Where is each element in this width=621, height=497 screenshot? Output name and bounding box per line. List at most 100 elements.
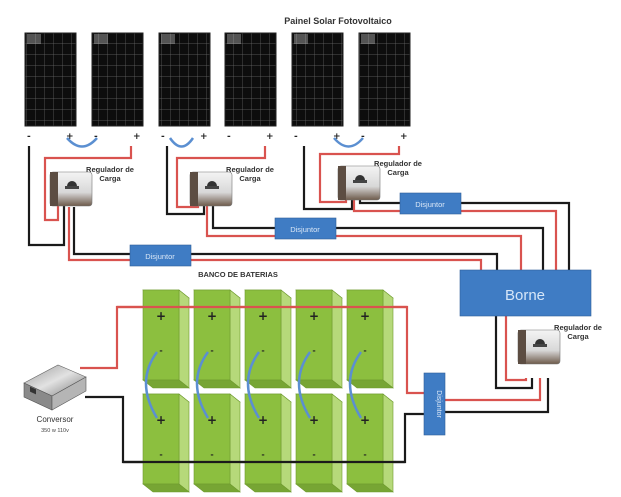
inverter[interactable]: Conversor 350 w 110v xyxy=(23,364,87,434)
wire-positive xyxy=(504,316,528,382)
battery-bottom xyxy=(244,483,292,493)
regulator-display-icon xyxy=(535,339,545,344)
battery-jumper-wire xyxy=(246,351,261,419)
regulator-display-icon xyxy=(67,181,77,186)
wire-negative xyxy=(440,378,550,414)
battery: +- xyxy=(295,289,343,389)
breaker-2[interactable]: Disjuntor xyxy=(274,217,337,240)
panel-glare xyxy=(361,34,375,44)
battery-jumper-wire xyxy=(144,351,159,419)
battery: +- xyxy=(142,393,190,493)
regulator-label-line1: Regulador de xyxy=(226,165,274,174)
battery-jumper-wire xyxy=(348,351,363,419)
panel-jumpers xyxy=(66,137,364,148)
regulator-display xyxy=(205,186,219,189)
regulator-side xyxy=(50,172,58,206)
battery-positive-terminal: + xyxy=(309,413,319,427)
battery-side xyxy=(229,393,241,493)
panel-cells xyxy=(24,32,77,127)
panel-negative-terminal: - xyxy=(161,132,165,142)
panel-negative-terminal: - xyxy=(294,132,298,142)
battery-bottom xyxy=(346,379,394,389)
battery-negative-terminal: - xyxy=(363,450,366,459)
battery-negative-terminal: - xyxy=(312,346,315,355)
battery-front xyxy=(244,393,282,485)
panel-jumper-wire xyxy=(333,137,364,148)
battery-side xyxy=(178,393,190,493)
panel-glare xyxy=(161,34,175,44)
breaker-1[interactable]: Disjuntor xyxy=(129,244,192,267)
battery-front xyxy=(193,393,231,485)
inverter-label: Conversor xyxy=(37,415,74,424)
battery-bottom xyxy=(244,379,292,389)
panel-positive-terminal: + xyxy=(333,132,341,142)
wire-negative xyxy=(72,207,499,270)
breaker-4[interactable]: Disjuntor xyxy=(423,372,446,436)
panel-negative-terminal: - xyxy=(361,132,365,142)
panel-jumper-wire xyxy=(168,137,195,148)
panel-cells xyxy=(358,32,411,127)
battery-front xyxy=(295,393,333,485)
battery: +- xyxy=(244,289,292,389)
battery-positive-terminal: + xyxy=(207,309,217,323)
battery-bottom xyxy=(193,379,241,389)
battery-side xyxy=(280,393,292,493)
panel-cells xyxy=(91,32,144,127)
battery-bottom xyxy=(193,483,241,493)
wire-positive xyxy=(67,207,483,270)
battery-negative-terminal: - xyxy=(363,346,366,355)
panel-glare xyxy=(94,34,108,44)
wire-positive xyxy=(205,205,523,270)
solar-panel: -+ xyxy=(24,32,77,142)
solar-panel: -+ xyxy=(158,32,211,142)
terminal-block[interactable]: Borne xyxy=(459,269,592,317)
panel-negative-terminal: - xyxy=(227,132,231,142)
regulator-side xyxy=(338,166,346,200)
battery-side xyxy=(178,289,190,389)
terminal-block-label: Borne xyxy=(505,287,545,304)
battery-side xyxy=(331,289,343,389)
wire-negative xyxy=(165,146,206,216)
regulator-label-line2: Carga xyxy=(387,168,409,177)
regulator-display-icon xyxy=(355,175,365,180)
regulator-label-line1: Regulador de xyxy=(554,323,602,332)
battery-negative-terminal: - xyxy=(312,450,315,459)
battery-bottom xyxy=(346,483,394,493)
panel-glare xyxy=(27,34,41,44)
panel-positive-terminal: + xyxy=(400,132,408,142)
panel-negative-terminal: - xyxy=(27,132,31,142)
battery: +- xyxy=(346,393,394,493)
breaker-3[interactable]: Disjuntor xyxy=(399,192,462,215)
panel-negative-terminal: - xyxy=(94,132,98,142)
wire-negative xyxy=(358,198,571,270)
battery-side xyxy=(229,289,241,389)
panel-positive-terminal: + xyxy=(133,132,141,142)
solar-panels: -+-+-+-+-+-+ xyxy=(24,32,411,142)
regulator-display-icon xyxy=(207,181,217,186)
battery-bottom xyxy=(295,379,343,389)
wire-negative xyxy=(211,205,545,270)
solar-panel: -+ xyxy=(224,32,277,142)
battery: +- xyxy=(193,393,241,493)
panel-cells xyxy=(158,32,211,127)
breaker-label: Disjuntor xyxy=(290,225,320,234)
wire-positive xyxy=(175,146,267,209)
breaker-label: Disjuntor xyxy=(435,390,442,418)
regulator-label-line2: Carga xyxy=(239,174,261,183)
battery-negative-terminal: - xyxy=(261,346,264,355)
battery-positive-terminal: + xyxy=(258,309,268,323)
panel-positive-terminal: + xyxy=(266,132,274,142)
battery-negative-terminal: - xyxy=(210,450,213,459)
wire-negative xyxy=(494,316,534,390)
battery: +- xyxy=(346,289,394,389)
battery-negative-terminal: - xyxy=(159,346,162,355)
panel-positive-terminal: + xyxy=(66,132,74,142)
battery-positive-terminal: + xyxy=(360,413,370,427)
battery-jumper-wire xyxy=(195,351,210,419)
